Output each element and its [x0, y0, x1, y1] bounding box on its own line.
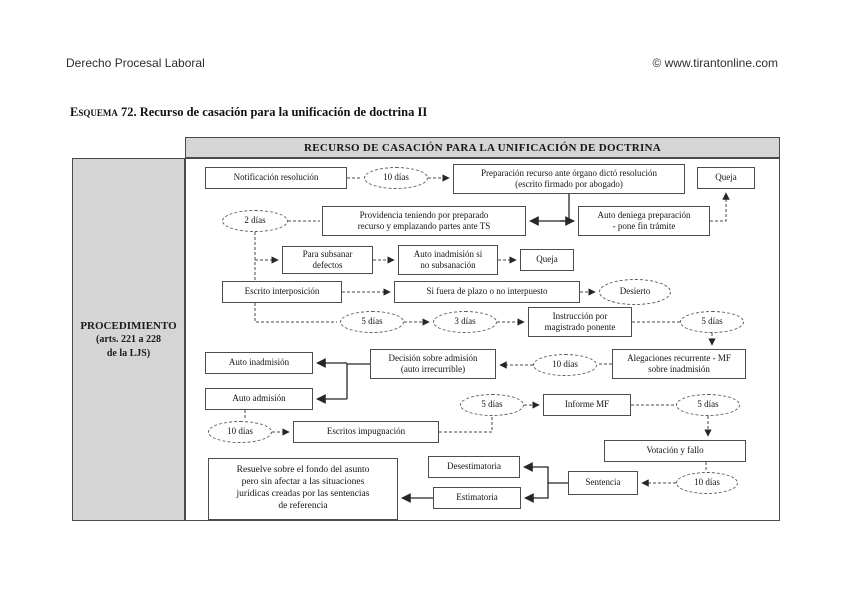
node-alegaciones: Alegaciones recurrente - MF sobre inadmi… [612, 349, 746, 379]
node-label-line1: Resuelve sobre el fondo del asunto [236, 465, 370, 476]
figure-title: Esquema 72. Recurso de casación para la … [70, 105, 427, 120]
node-plazo-10-dias-1: 10 días [364, 167, 428, 189]
node-label: Desestimatoria [447, 461, 501, 472]
sidebar-title: PROCEDIMIENTO [80, 319, 177, 332]
node-escritos-impugnacion: Escritos impugnación [293, 421, 439, 443]
node-label: 10 días [227, 426, 253, 437]
node-label: 5 días [697, 399, 719, 410]
node-label: 10 días [552, 359, 578, 370]
node-label: Escritos impugnación [326, 426, 406, 437]
node-providencia: Providencia teniendo por preparado recur… [322, 206, 526, 236]
node-plazo-10-dias-2: 10 días [533, 354, 597, 376]
node-desestimatoria: Desestimatoria [428, 456, 520, 478]
figure-title-text: Recurso de casación para la unificación … [136, 105, 428, 119]
node-label-line3: jurídicas creadas por las sentencias [236, 489, 370, 499]
node-label: 5 días [701, 316, 723, 327]
node-label: Estimatoria [456, 492, 498, 503]
diagram-sidebar: PROCEDIMIENTO (arts. 221 a 228 de la LJS… [72, 158, 185, 521]
node-label-line1: Auto inadmisión si [413, 248, 483, 259]
node-label-line2: (escrito firmado por abogado) [515, 179, 623, 189]
node-label-line1: Providencia teniendo por preparado [359, 209, 489, 220]
node-label-line2: pero sin afectar a las situaciones [241, 477, 365, 488]
node-plazo-2-dias: 2 días [222, 210, 288, 232]
node-plazo-5-dias-4: 5 días [676, 394, 740, 416]
node-estimatoria: Estimatoria [433, 487, 521, 509]
node-votacion-fallo: Votación y fallo [604, 440, 746, 462]
node-instruccion: Instrucción por magistrado ponente [528, 307, 632, 337]
node-resuelve-fondo: Resuelve sobre el fondo del asunto pero … [208, 458, 398, 520]
node-label: 10 días [383, 172, 409, 183]
page-header-left: Derecho Procesal Laboral [66, 56, 205, 70]
node-plazo-10-dias-3: 10 días [208, 421, 272, 443]
node-plazo-5-dias-3: 5 días [460, 394, 524, 416]
node-label-line2: defectos [312, 260, 343, 270]
node-queja-1: Queja [697, 167, 755, 189]
node-plazo-5-dias-2: 5 días [680, 311, 744, 333]
node-label: 5 días [481, 399, 503, 410]
node-label: 2 días [244, 215, 266, 226]
figure-title-number: Esquema 72. [70, 105, 137, 119]
node-label-line2: no subsanación [420, 260, 476, 270]
node-label: Auto admisión [232, 393, 286, 404]
node-label-line1: Decisión sobre admisión [388, 352, 478, 363]
page-header-copyright: © www.tirantonline.com [652, 56, 778, 70]
node-label-line1: Para subsanar [302, 248, 353, 259]
node-auto-inadmision: Auto inadmisión [205, 352, 313, 374]
node-label-line2: recurso y emplazando partes ante TS [357, 221, 491, 231]
node-label-line4: de referencia [278, 500, 328, 511]
node-label-line1: Preparación recurso ante órgano dictó re… [480, 167, 658, 178]
node-queja-2: Queja [520, 249, 574, 271]
node-escrito-interposicion: Escrito interposición [222, 281, 342, 303]
node-para-subsanar: Para subsanar defectos [282, 246, 373, 274]
node-auto-deniega: Auto deniega preparación - pone fin trám… [578, 206, 710, 236]
diagram-banner: RECURSO DE CASACIÓN PARA LA UNIFICACIÓN … [185, 137, 780, 158]
node-notificacion-resolucion: Notificación resolución [205, 167, 347, 189]
node-label: Si fuera de plazo o no interpuesto [426, 286, 548, 297]
node-label: Notificación resolución [233, 172, 319, 183]
node-label-line1: Auto deniega preparación [597, 209, 691, 220]
node-label: Queja [536, 254, 558, 265]
node-label: Auto inadmisión [228, 357, 290, 368]
node-label-line1: Alegaciones recurrente - MF [627, 352, 731, 363]
node-plazo-3-dias: 3 días [433, 311, 497, 333]
node-auto-admision: Auto admisión [205, 388, 313, 410]
node-label: Desierto [619, 286, 651, 297]
node-auto-inadmision-si: Auto inadmisión si no subsanación [398, 245, 498, 275]
node-preparacion-recurso: Preparación recurso ante órgano dictó re… [453, 164, 685, 194]
node-label: Escrito interposición [244, 286, 320, 297]
node-si-fuera-de-plazo: Si fuera de plazo o no interpuesto [394, 281, 580, 303]
node-label-line2: magistrado ponente [544, 322, 616, 332]
node-label: 5 días [361, 316, 383, 327]
node-plazo-10-dias-4: 10 días [676, 472, 738, 494]
node-label: Informe MF [564, 399, 610, 410]
node-label: Sentencia [585, 477, 621, 488]
node-label-line1: Instrucción por [552, 310, 608, 321]
node-label: Queja [715, 172, 737, 183]
sidebar-subtitle-1: (arts. 221 a 228 [96, 334, 161, 346]
node-decision-admision: Decisión sobre admisión (auto irrecurrib… [370, 349, 496, 379]
node-label: 10 días [694, 477, 720, 488]
node-label-line2: sobre inadmisión [648, 364, 710, 374]
node-label: 3 días [454, 316, 476, 327]
node-label-line2: - pone fin trámite [612, 221, 676, 231]
node-desierto: Desierto [599, 279, 671, 305]
node-label: Votación y fallo [646, 445, 704, 456]
node-informe-mf: Informe MF [543, 394, 631, 416]
sidebar-subtitle-2: de la LJS) [106, 347, 151, 359]
node-label-line2: (auto irrecurrible) [400, 364, 466, 374]
node-sentencia: Sentencia [568, 471, 638, 495]
node-plazo-5-dias-1: 5 días [340, 311, 404, 333]
